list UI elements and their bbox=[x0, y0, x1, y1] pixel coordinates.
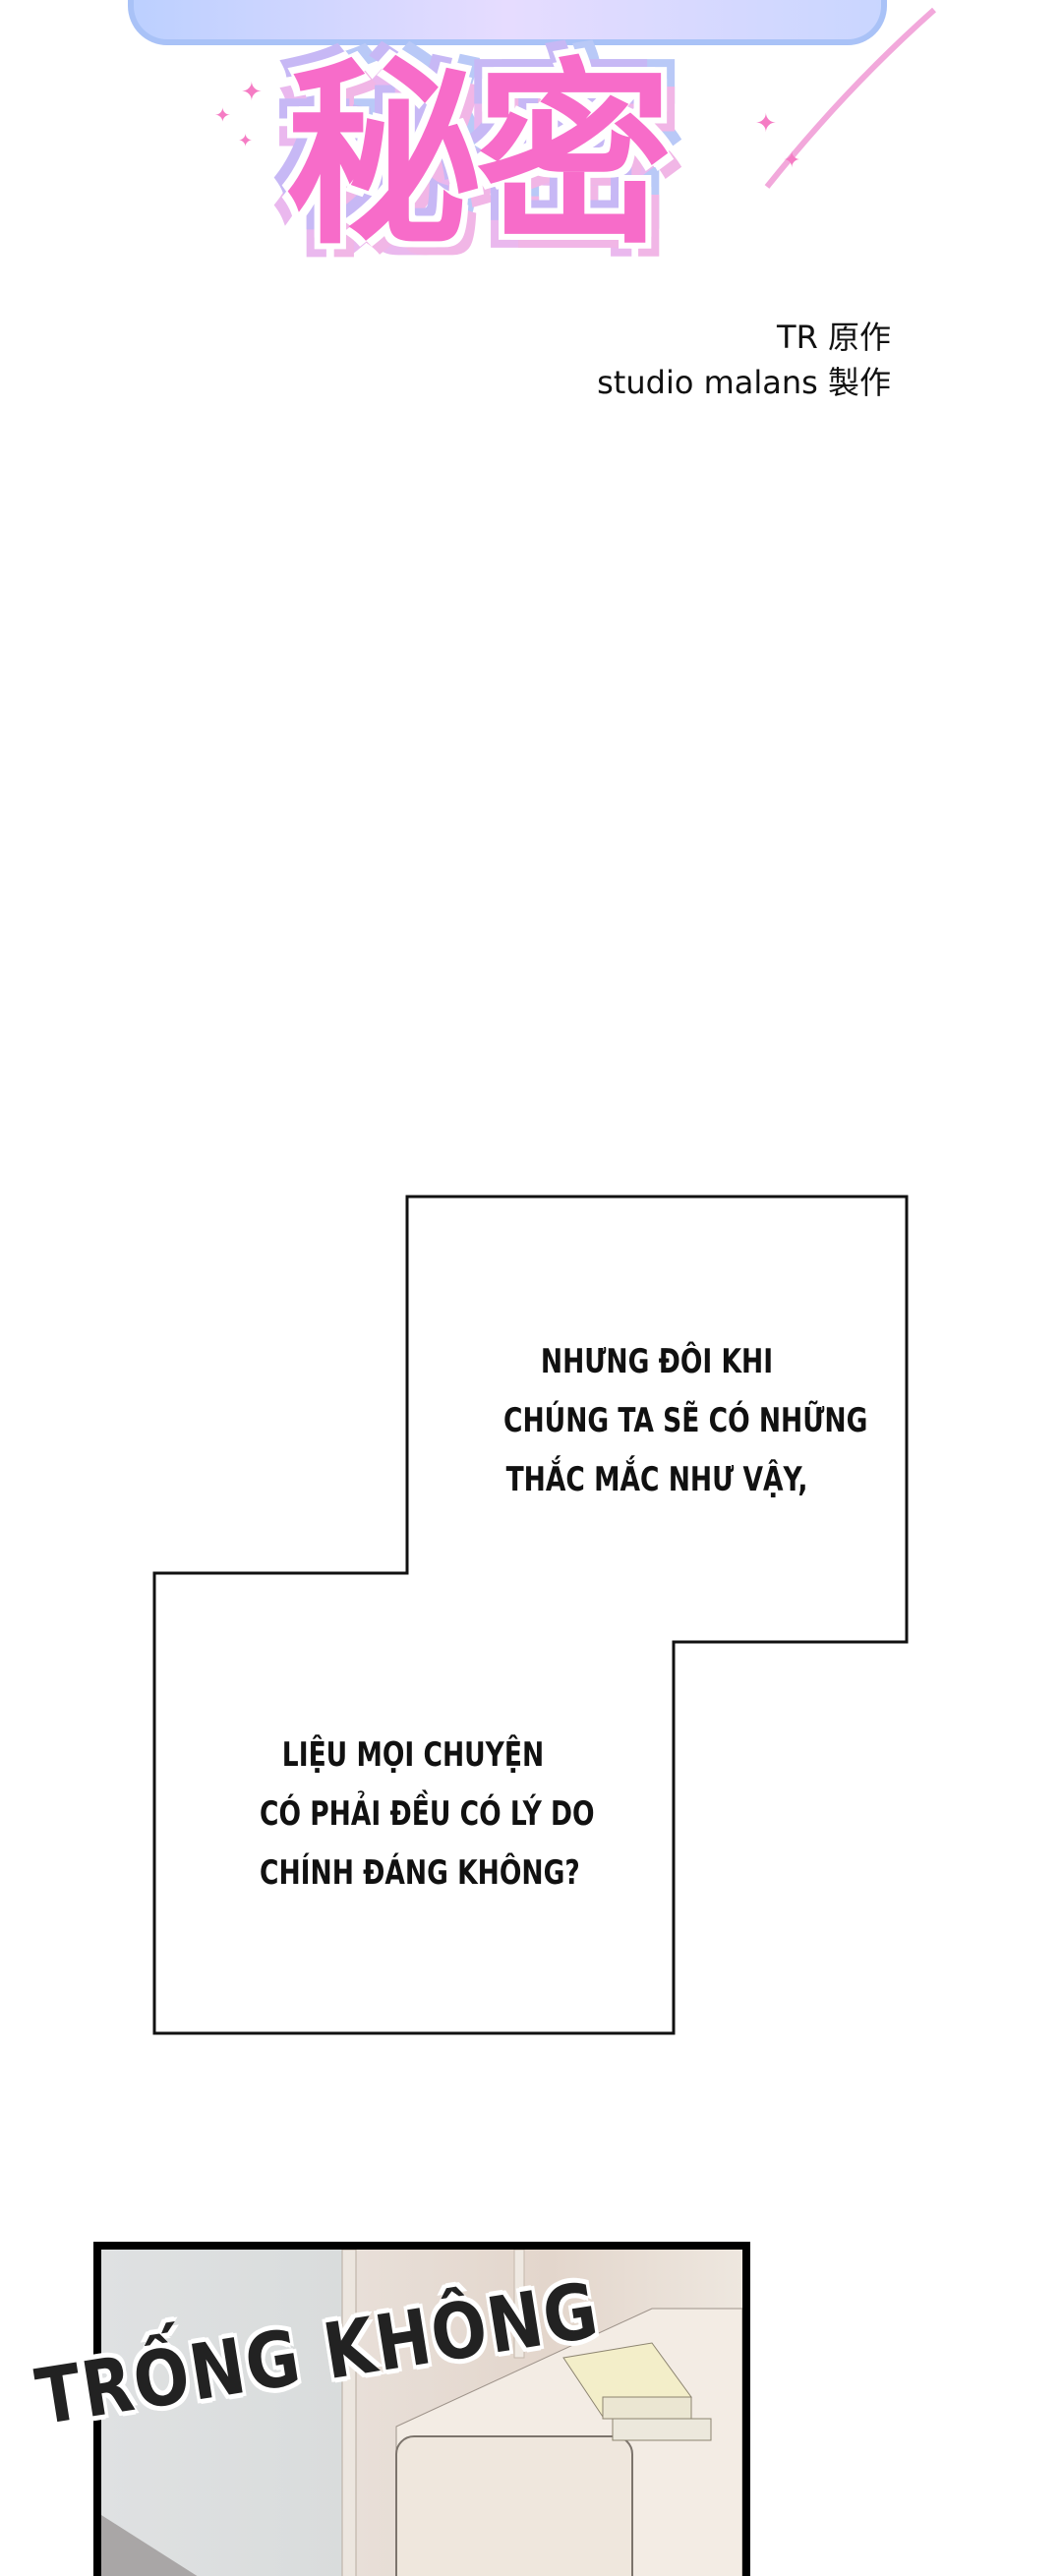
credit-production: studio malans 製作 bbox=[597, 364, 891, 401]
caption-line: LIỆU MỌI CHUYỆN bbox=[281, 1735, 545, 1775]
logo-swoosh bbox=[764, 7, 936, 189]
credit-original: TR 原作 bbox=[777, 319, 891, 356]
sparkle-icon: ✦ bbox=[783, 147, 801, 172]
caption-line: CHÍNH ĐÁNG KHÔNG? bbox=[260, 1853, 580, 1893]
caption-line: CHÚNG TA SẼ CÓ NHỮNG bbox=[503, 1401, 868, 1440]
caption-first: NHƯNG ĐÔI KHI CHÚNG TA SẼ CÓ NHỮNG THẮC … bbox=[503, 1332, 868, 1509]
caption-box bbox=[152, 1195, 909, 2035]
logo-top-band bbox=[128, 0, 887, 45]
caption-line: NHƯNG ĐÔI KHI bbox=[540, 1342, 774, 1381]
room-illustration bbox=[101, 2250, 742, 2576]
sparkle-icon: ✦ bbox=[214, 105, 231, 127]
caption-line: THẮC MẮC NHƯ VẬY, bbox=[505, 1460, 808, 1499]
sparkle-icon: ✦ bbox=[241, 77, 263, 106]
comic-panel bbox=[93, 2242, 750, 2576]
sparkle-icon: ✦ bbox=[755, 108, 777, 138]
caption-line: CÓ PHẢI ĐỀU CÓ LÝ DO bbox=[260, 1794, 595, 1834]
sparkle-icon: ✦ bbox=[238, 131, 254, 150]
caption-second: LIỆU MỌI CHUYỆN CÓ PHẢI ĐỀU CÓ LÝ DO CHÍ… bbox=[260, 1726, 595, 1903]
logo-title: 秘密 bbox=[285, 42, 673, 271]
